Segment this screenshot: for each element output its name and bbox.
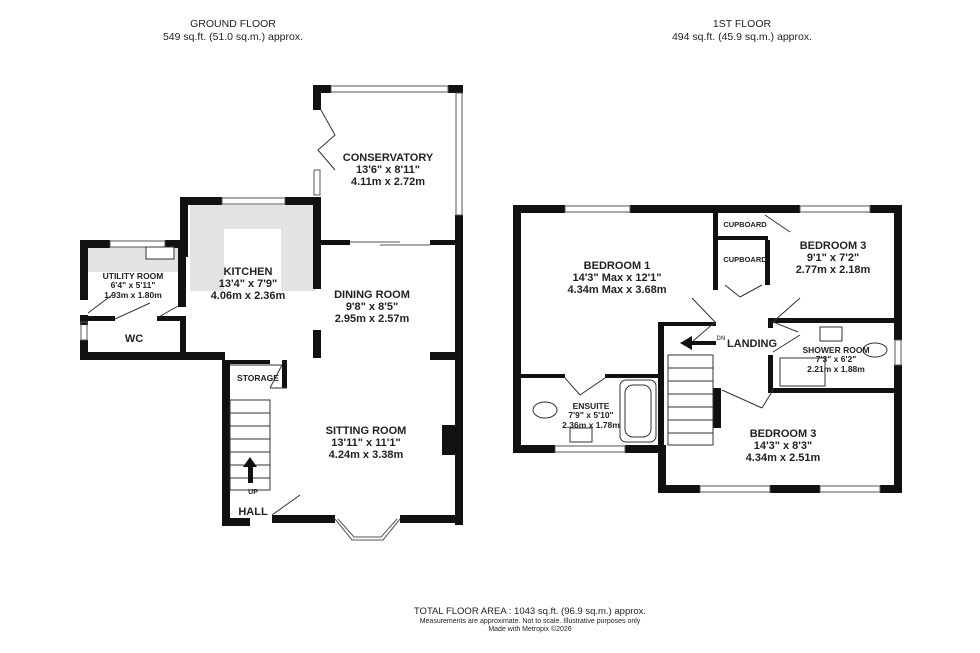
stairs-down-label: DN [716, 336, 726, 342]
room-label-dining-room: DINING ROOM 9'8" x 8'5" 2.95m x 2.57m [334, 289, 410, 326]
room-label-bedroom-3-lower: BEDROOM 3 14'3" x 8'3" 4.34m x 2.51m [745, 428, 821, 465]
bathroom-fixtures [532, 326, 888, 443]
room-label-bedroom-3-upper: BEDROOM 3 9'1" x 7'2" 2.77m x 2.18m [795, 240, 871, 277]
room-label-cupboard: CUPBOARD [723, 255, 767, 264]
first-floor-header: 1ST FLOOR 494 sq.ft. (45.9 sq.m.) approx… [672, 18, 812, 43]
room-label-bedroom-1: BEDROOM 1 14'3" Max x 12'1" 4.34m Max x … [567, 260, 667, 297]
credit: Made with Metropix ©2026 [488, 626, 572, 633]
ground-floor-doors [87, 109, 336, 516]
total-floor-area: TOTAL FLOOR AREA : 1043 sq.ft. (96.9 sq.… [413, 606, 647, 617]
ground-floor-header: GROUND FLOOR 549 sq.ft. (51.0 sq.m.) app… [163, 18, 303, 43]
disclaimer: Measurements are approximate. Not to sca… [419, 618, 641, 625]
first-floor-area: 494 sq.ft. (45.9 sq.m.) approx. [671, 30, 813, 43]
first-floor-doors [564, 214, 801, 409]
first-floor-title: 1ST FLOOR [712, 18, 772, 30]
room-label-kitchen: KITCHEN 13'4" x 7'9" 4.06m x 2.36m [210, 266, 286, 303]
up-arrow-icon [243, 457, 257, 483]
room-label-cupboard-top: CUPBOARD [723, 220, 767, 229]
down-arrow-icon [680, 336, 716, 350]
room-label-wc: WC [124, 333, 144, 345]
first-floor-windows [554, 205, 902, 493]
first-floor-stairs [667, 354, 714, 446]
kitchen-island [224, 229, 281, 291]
room-label-landing: LANDING [726, 338, 778, 350]
ground-floor-title: GROUND FLOOR [190, 18, 276, 30]
room-label-utility-room: UTILITY ROOM 6'4" x 5'11" 1.93m x 1.80m [102, 271, 164, 300]
room-label-shower-room: SHOWER ROOM 7'3" x 6'2" 2.21m x 1.88m [802, 345, 870, 374]
ground-floor-walls [80, 85, 463, 526]
room-label-sitting-room: SITTING ROOM 13'11" x 11'1" 4.24m x 3.38… [325, 425, 407, 462]
room-label-ensuite: ENSUITE 7'9" x 5'10" 2.36m x 1.78m [562, 401, 620, 430]
room-label-hall: HALL [238, 506, 268, 518]
room-label-storage: STORAGE [237, 373, 279, 383]
stairs-up-label: UP [248, 489, 258, 496]
ground-floor-area: 549 sq.ft. (51.0 sq.m.) approx. [162, 30, 304, 43]
room-label-conservatory: CONSERVATORY 13'6" x 8'11" 4.11m x 2.72m [342, 152, 434, 189]
first-floor-walls [513, 205, 902, 493]
ground-floor-windows [80, 85, 463, 541]
